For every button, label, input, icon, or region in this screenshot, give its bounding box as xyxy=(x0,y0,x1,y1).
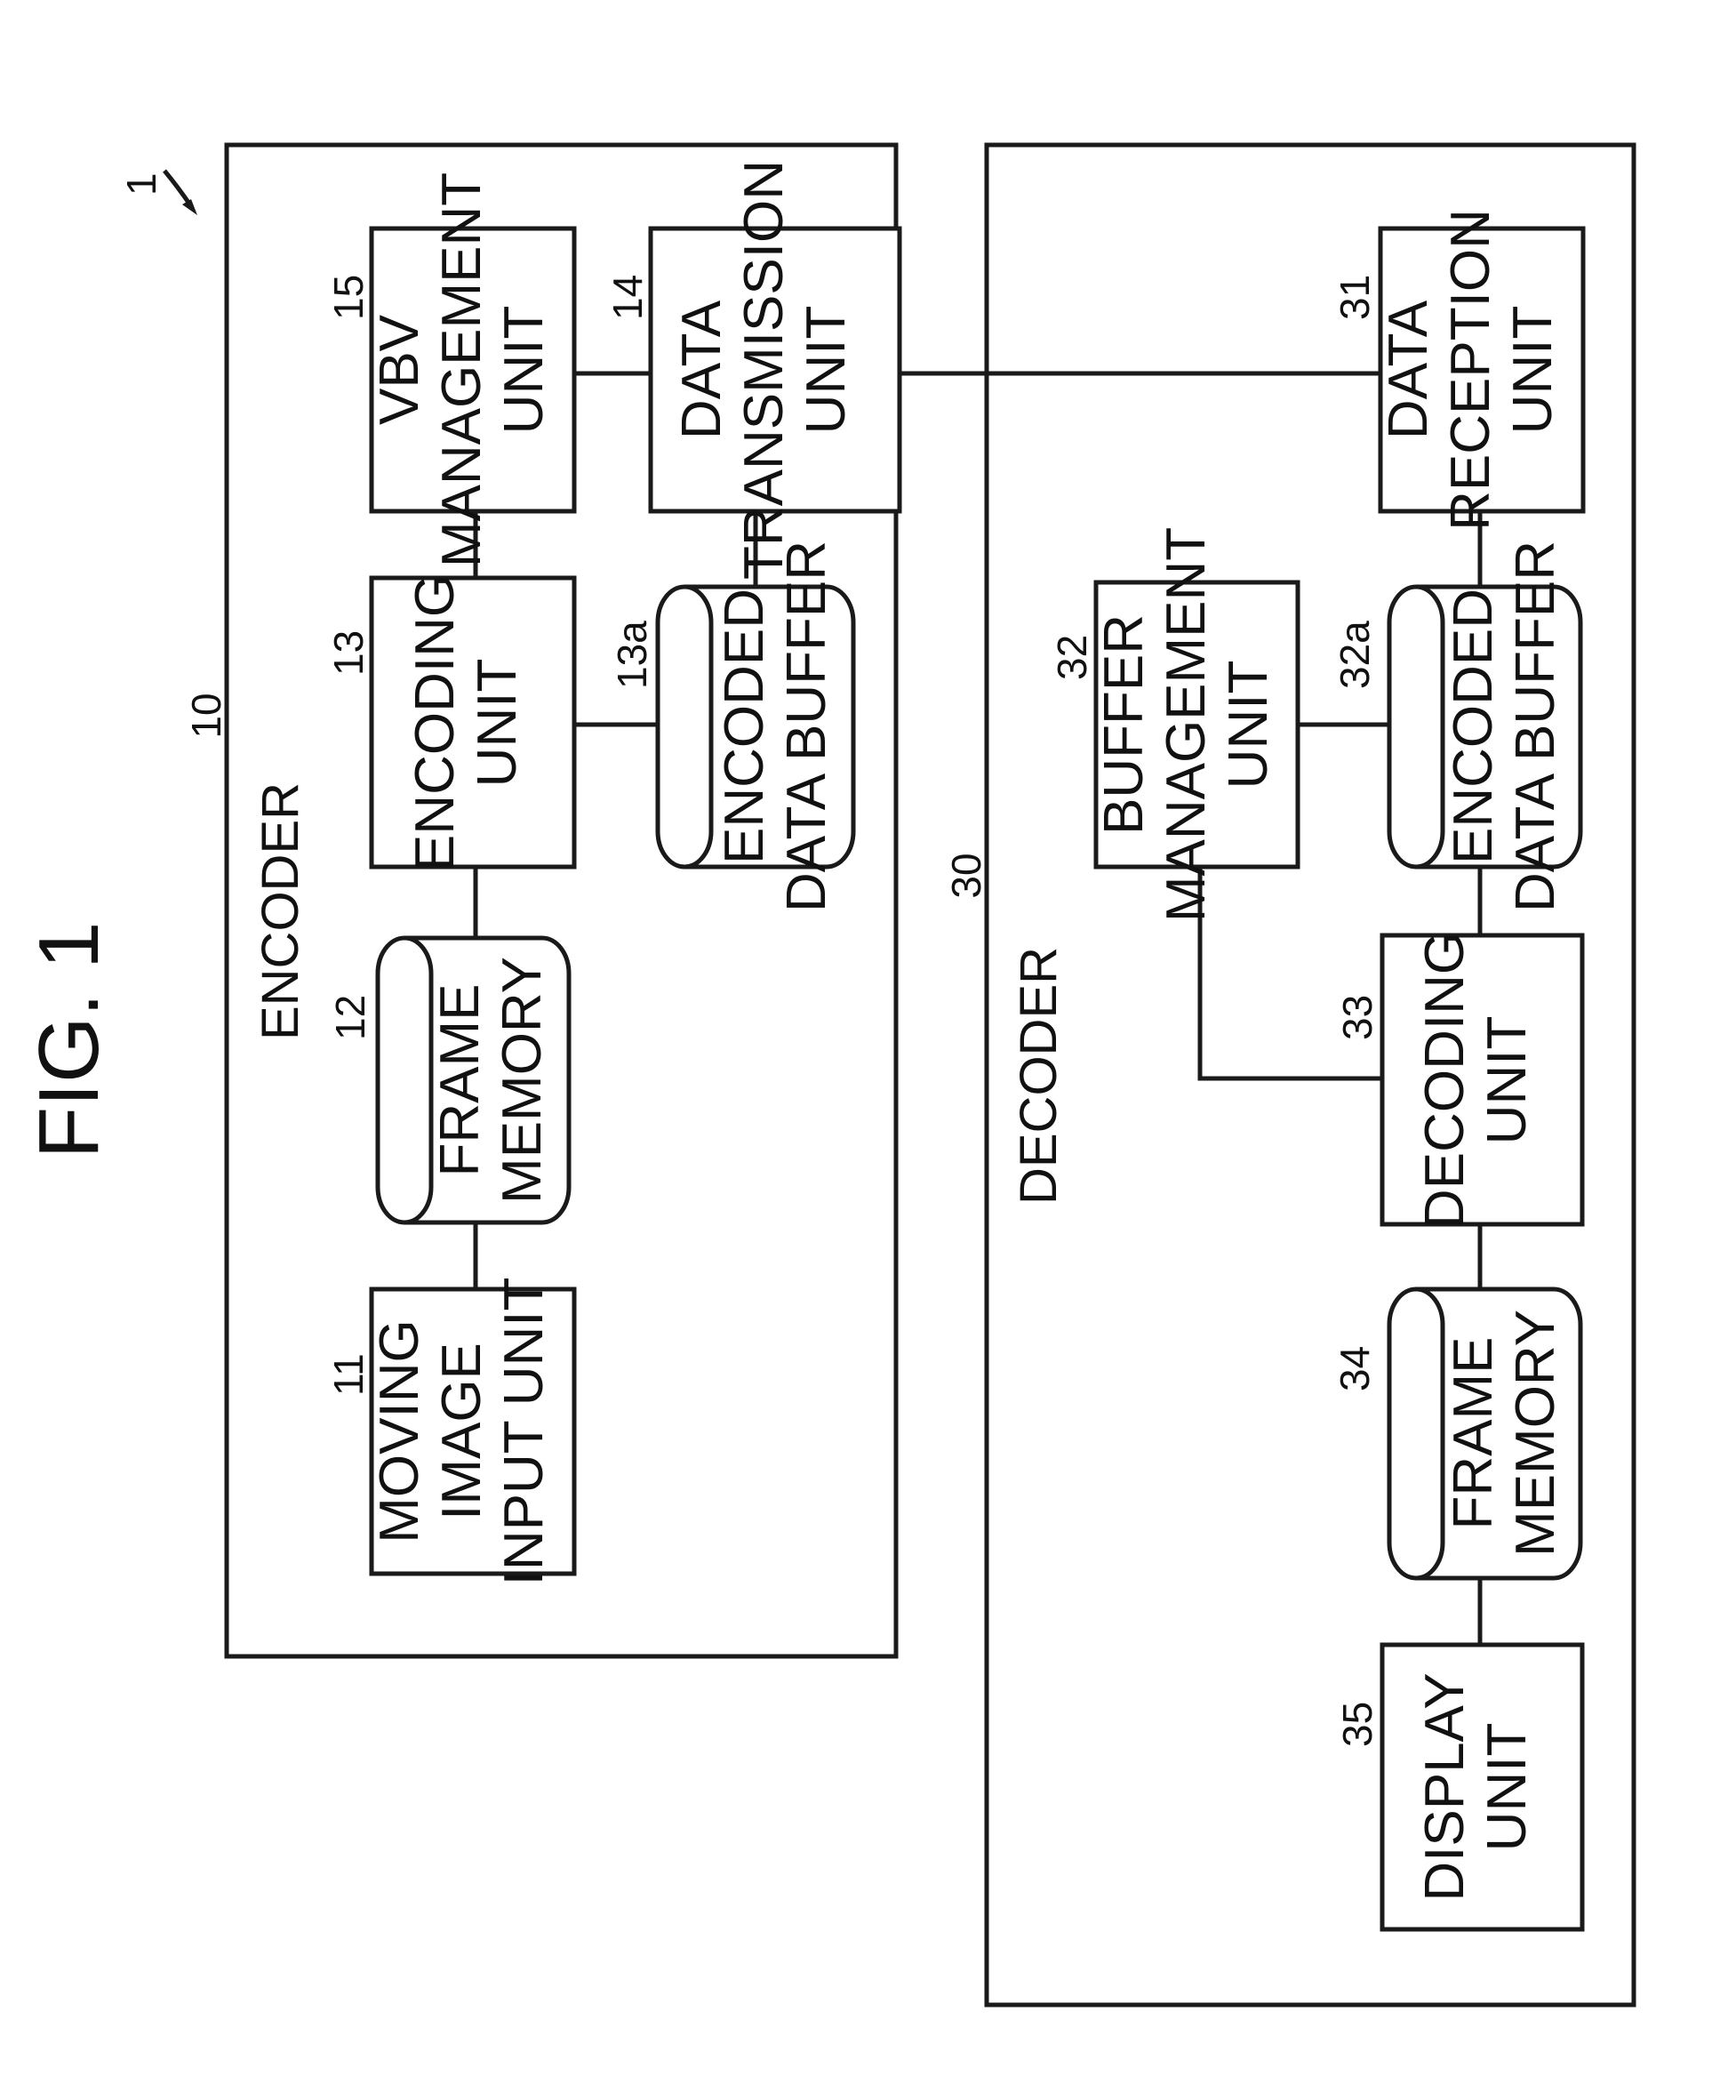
vbv-line-1: VBV xyxy=(369,314,430,425)
encoder-group: ENCODER 10 VBV MANAGEMENT UNIT 15 DATA T… xyxy=(183,145,900,1656)
moving-image-ref: 11 xyxy=(325,1353,372,1396)
decoder-group: DECODER 30 DATA RECEPTION UNIT 31 BUFFER… xyxy=(943,145,1634,2005)
vbv-ref: 15 xyxy=(325,275,372,320)
transmission-line-3: UNIT xyxy=(796,306,857,435)
bufmgmt-line-3: UNIT xyxy=(1218,661,1279,790)
data-reception-unit: DATA RECEPTION UNIT 31 xyxy=(1332,209,1583,531)
decoder-ref: 30 xyxy=(943,853,989,898)
decoder-frame-memory: FRAME MEMORY 34 xyxy=(1332,1289,1580,1578)
encoder-frame-memory-line-1: FRAME xyxy=(429,984,491,1177)
encoding-ref: 13 xyxy=(325,630,372,676)
encoder-frame-memory: FRAME MEMORY 12 xyxy=(327,938,569,1222)
system-ref-label: 1 xyxy=(118,172,164,196)
transmission-line-1: DATA xyxy=(671,300,732,439)
reception-line-1: DATA xyxy=(1378,300,1439,439)
moving-image-input-unit: MOVING IMAGE INPUT UNIT 11 xyxy=(325,1278,574,1586)
encoder-buffer-line-2: DATA BUFFER xyxy=(776,541,837,912)
data-transmission-unit: DATA TRANSMISSION UNIT 14 xyxy=(604,160,900,580)
encoder-ref-label: 10 xyxy=(183,693,229,738)
reception-line-2: RECEPTION xyxy=(1440,209,1501,531)
vbv-line-2: MANAGEMENT xyxy=(431,172,492,567)
decoding-line-2: UNIT xyxy=(1476,1016,1538,1145)
display-unit: DISPLAY UNIT 35 xyxy=(1334,1645,1582,1929)
encoder-buffer-ref: 13a xyxy=(609,621,655,689)
system-ref-arrowhead xyxy=(182,199,197,215)
decoding-ref: 33 xyxy=(1334,995,1380,1040)
encoding-unit: ENCODING UNIT 13 xyxy=(325,574,574,871)
bufmgmt-ref: 32 xyxy=(1049,635,1095,680)
decoder-buffer-ref: 32a xyxy=(1332,621,1378,689)
link-bufmgmt-decoding xyxy=(1200,867,1382,1078)
reception-line-3: UNIT xyxy=(1502,306,1564,435)
encoding-line-2: UNIT xyxy=(467,659,528,788)
decoder-frame-memory-ref: 34 xyxy=(1332,1346,1378,1391)
decoder-buffer-line-1: ENCODED xyxy=(1443,589,1504,864)
display-line-2: UNIT xyxy=(1476,1723,1538,1852)
decoding-line-1: DECODING xyxy=(1414,932,1476,1229)
reception-ref: 31 xyxy=(1332,275,1378,320)
encoder-buffer-line-1: ENCODED xyxy=(714,589,775,864)
connections xyxy=(476,373,1480,1645)
bufmgmt-line-1: BUFFER xyxy=(1093,614,1155,835)
transmission-ref: 14 xyxy=(604,275,651,320)
bufmgmt-line-2: MANAGEMENT xyxy=(1156,527,1217,922)
moving-image-line-3: INPUT UNIT xyxy=(493,1278,555,1586)
display-ref: 35 xyxy=(1334,1702,1380,1747)
encoding-line-1: ENCODING xyxy=(404,574,466,871)
encoder-frame-memory-ref: 12 xyxy=(327,995,373,1040)
decoder-frame-memory-line-1: FRAME xyxy=(1443,1337,1504,1530)
display-line-1: DISPLAY xyxy=(1414,1672,1476,1901)
decoder-frame-memory-line-2: MEMORY xyxy=(1505,1310,1566,1557)
system-ref-arrow xyxy=(164,171,191,206)
decoder-buffer-line-2: DATA BUFFER xyxy=(1505,541,1566,912)
vbv-line-3: UNIT xyxy=(493,306,555,435)
transmission-line-2: TRANSMISSION xyxy=(733,160,795,580)
figure-label: FIG. 1 xyxy=(21,922,116,1159)
system-reference: 1 xyxy=(118,171,197,215)
encoder-title: ENCODER xyxy=(252,782,309,1040)
encoder-frame-memory-line-2: MEMORY xyxy=(492,957,553,1204)
moving-image-line-2: IMAGE xyxy=(431,1343,492,1520)
decoder-title: DECODER xyxy=(1010,947,1068,1205)
buffer-management-unit: BUFFER MANAGEMENT UNIT 32 xyxy=(1049,527,1298,922)
moving-image-line-1: MOVING xyxy=(369,1319,430,1543)
vbv-management-unit: VBV MANAGEMENT UNIT 15 xyxy=(325,172,574,567)
